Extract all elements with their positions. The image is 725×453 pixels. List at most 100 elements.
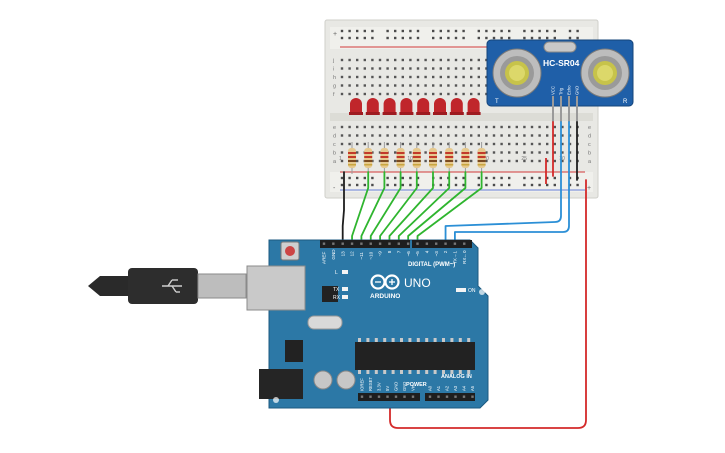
analog-pin-label: A4 bbox=[462, 385, 467, 391]
power-header bbox=[358, 393, 420, 401]
power-label: POWER bbox=[406, 382, 427, 388]
digital-pin-label: 12 bbox=[350, 251, 355, 257]
breadboard-col-number: 30 bbox=[559, 156, 565, 162]
rx-label: RX bbox=[333, 295, 341, 301]
digital-pin-label: AREF bbox=[322, 252, 327, 264]
reset-button[interactable] bbox=[285, 246, 295, 256]
crystal-oscillator bbox=[307, 315, 343, 330]
digital-pin-label: 2 bbox=[443, 250, 448, 253]
breadboard-row-label: e bbox=[333, 125, 336, 131]
breadboard-row-label: e bbox=[588, 125, 591, 131]
breadboard-row-label: b bbox=[333, 151, 336, 157]
resistor bbox=[477, 142, 486, 174]
digital-pin-label: TX→1 bbox=[453, 251, 458, 264]
usb-icon bbox=[162, 279, 182, 293]
l-led bbox=[342, 270, 348, 274]
sensor-t-label: T bbox=[495, 99, 499, 105]
power-pin-label: IOREF bbox=[360, 378, 365, 391]
digital-pin-label: ~5 bbox=[415, 251, 420, 257]
trig-wire bbox=[444, 121, 562, 245]
digital-pin-label: 8 bbox=[387, 250, 392, 253]
sensor-pin-label: VCC bbox=[551, 86, 556, 95]
power-pin-label: RESET bbox=[368, 377, 373, 391]
usb-plug-metal bbox=[197, 273, 247, 299]
svg-text:+: + bbox=[333, 31, 337, 38]
led bbox=[349, 98, 363, 115]
digital-pin-label: ~10 bbox=[368, 251, 373, 259]
usb-chip bbox=[322, 286, 338, 302]
echo-wire bbox=[454, 121, 570, 245]
arduino-uno-board: ARDUINO UNO DIGITAL (PWM~) POWER ANALOG … bbox=[246, 239, 489, 409]
analog-pin-label: A1 bbox=[436, 385, 441, 391]
resistor bbox=[348, 142, 356, 174]
resistor bbox=[380, 142, 389, 174]
svg-text:+: + bbox=[587, 185, 591, 192]
voltage-regulator bbox=[285, 340, 303, 362]
power-pin-label: GND bbox=[394, 382, 399, 391]
digital-pin-label: GND bbox=[331, 249, 336, 260]
resistor bbox=[461, 142, 470, 174]
analog-pin-label: A5 bbox=[470, 385, 475, 391]
sensor-pin bbox=[552, 96, 554, 122]
breadboard-row-label: c bbox=[588, 142, 591, 148]
usb-plug-boot bbox=[88, 276, 128, 296]
digital-pin-label: RX←0 bbox=[462, 250, 467, 264]
power-pin-label: 3.3V bbox=[377, 382, 382, 391]
resistor bbox=[396, 142, 405, 174]
digital-header-mid bbox=[360, 240, 410, 248]
breadboard-row-label: a bbox=[333, 159, 337, 165]
digital-header-left bbox=[320, 240, 360, 248]
tx-led bbox=[342, 287, 348, 291]
analog-pin-label: A2 bbox=[445, 385, 450, 391]
breadboard-row-label: a bbox=[588, 159, 592, 165]
breadboard-col-number: 25 bbox=[521, 156, 527, 162]
breadboard-row-label: c bbox=[333, 142, 336, 148]
usb-cable bbox=[88, 268, 247, 304]
sensor-pin-label: Echo bbox=[567, 85, 572, 95]
power-pin-label: Vin bbox=[411, 384, 416, 391]
led-array bbox=[349, 98, 481, 115]
digital-pin-label: 13 bbox=[340, 251, 345, 257]
resistor bbox=[364, 142, 373, 174]
center-channel bbox=[330, 113, 593, 121]
led bbox=[365, 98, 380, 115]
breadboard-row-label: h bbox=[333, 75, 336, 81]
resistor bbox=[412, 142, 421, 174]
resistor bbox=[445, 142, 454, 174]
digital-pin-label: ~9 bbox=[378, 251, 383, 257]
arduino-logo bbox=[370, 274, 400, 290]
l-label: L bbox=[335, 270, 338, 276]
analog-header bbox=[425, 393, 475, 401]
breadboard-row-label: j bbox=[332, 58, 334, 64]
model-label: UNO bbox=[404, 276, 431, 290]
sensor-pin bbox=[568, 96, 570, 122]
analog-label: ANALOG IN bbox=[441, 374, 472, 380]
digital-pin-label: 4 bbox=[424, 250, 429, 253]
crystal bbox=[543, 41, 577, 53]
five-volt-wire bbox=[389, 179, 587, 429]
led bbox=[433, 98, 447, 115]
ground-wire bbox=[341, 171, 345, 245]
power-pin-label: GND bbox=[402, 382, 407, 391]
analog-pin-label: A0 bbox=[428, 385, 433, 391]
digital-header-right bbox=[412, 240, 472, 248]
capacitor-1 bbox=[313, 370, 333, 390]
resistor bbox=[429, 142, 437, 174]
tx-label: TX bbox=[333, 287, 340, 293]
breadboard-row-label: d bbox=[333, 134, 336, 140]
digital-pin-label: ~11 bbox=[359, 252, 364, 260]
sensor-r-label: R bbox=[623, 99, 628, 105]
rx-led bbox=[342, 295, 348, 299]
breadboard-col-number: 20 bbox=[483, 156, 489, 162]
led bbox=[449, 98, 464, 115]
atmega-chip bbox=[355, 342, 475, 370]
breadboard-row-label: i bbox=[333, 67, 334, 73]
digital-pin-label: ~6 bbox=[406, 251, 411, 257]
led bbox=[416, 98, 431, 115]
sensor-pin bbox=[560, 96, 562, 122]
